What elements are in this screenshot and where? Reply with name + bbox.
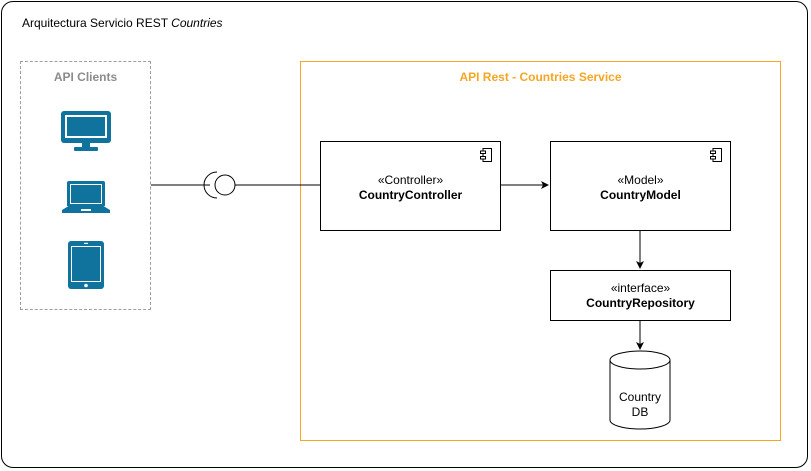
repository-name: CountryRepository — [586, 296, 695, 310]
component-icon — [710, 148, 722, 162]
tablet-icon — [68, 241, 104, 289]
model-name: CountryModel — [600, 188, 681, 202]
api-clients-label: API Clients — [53, 70, 118, 84]
laptop-icon — [62, 181, 110, 213]
database-label: Country DB — [610, 390, 670, 420]
model-stereotype: «Model» — [617, 173, 664, 187]
controller-name: CountryController — [358, 188, 463, 202]
title-italic-text: Countries — [171, 16, 223, 30]
monitor-icon — [61, 111, 111, 151]
provided-interface-ball — [214, 174, 236, 196]
countries-service-label: API Rest - Countries Service — [459, 70, 622, 84]
diagram-title: Arquitectura Servicio REST Countries — [22, 16, 223, 30]
database-label-line2: DB — [631, 405, 649, 419]
country-controller-component: «Controller» CountryController — [320, 141, 501, 231]
countries-service-group: API Rest - Countries Service — [300, 61, 781, 441]
required-interface-socket — [203, 171, 218, 199]
country-model-component: «Model» CountryModel — [550, 141, 731, 231]
repository-stereotype: «interface» — [610, 281, 671, 295]
controller-stereotype: «Controller» — [377, 173, 444, 187]
api-clients-group: API Clients — [20, 61, 151, 310]
database-cylinder — [609, 350, 671, 430]
title-text: Arquitectura Servicio REST — [22, 16, 172, 30]
database-label-line1: Country — [618, 390, 662, 404]
component-icon — [480, 148, 492, 162]
country-repository-interface: «interface» CountryRepository — [550, 270, 731, 321]
